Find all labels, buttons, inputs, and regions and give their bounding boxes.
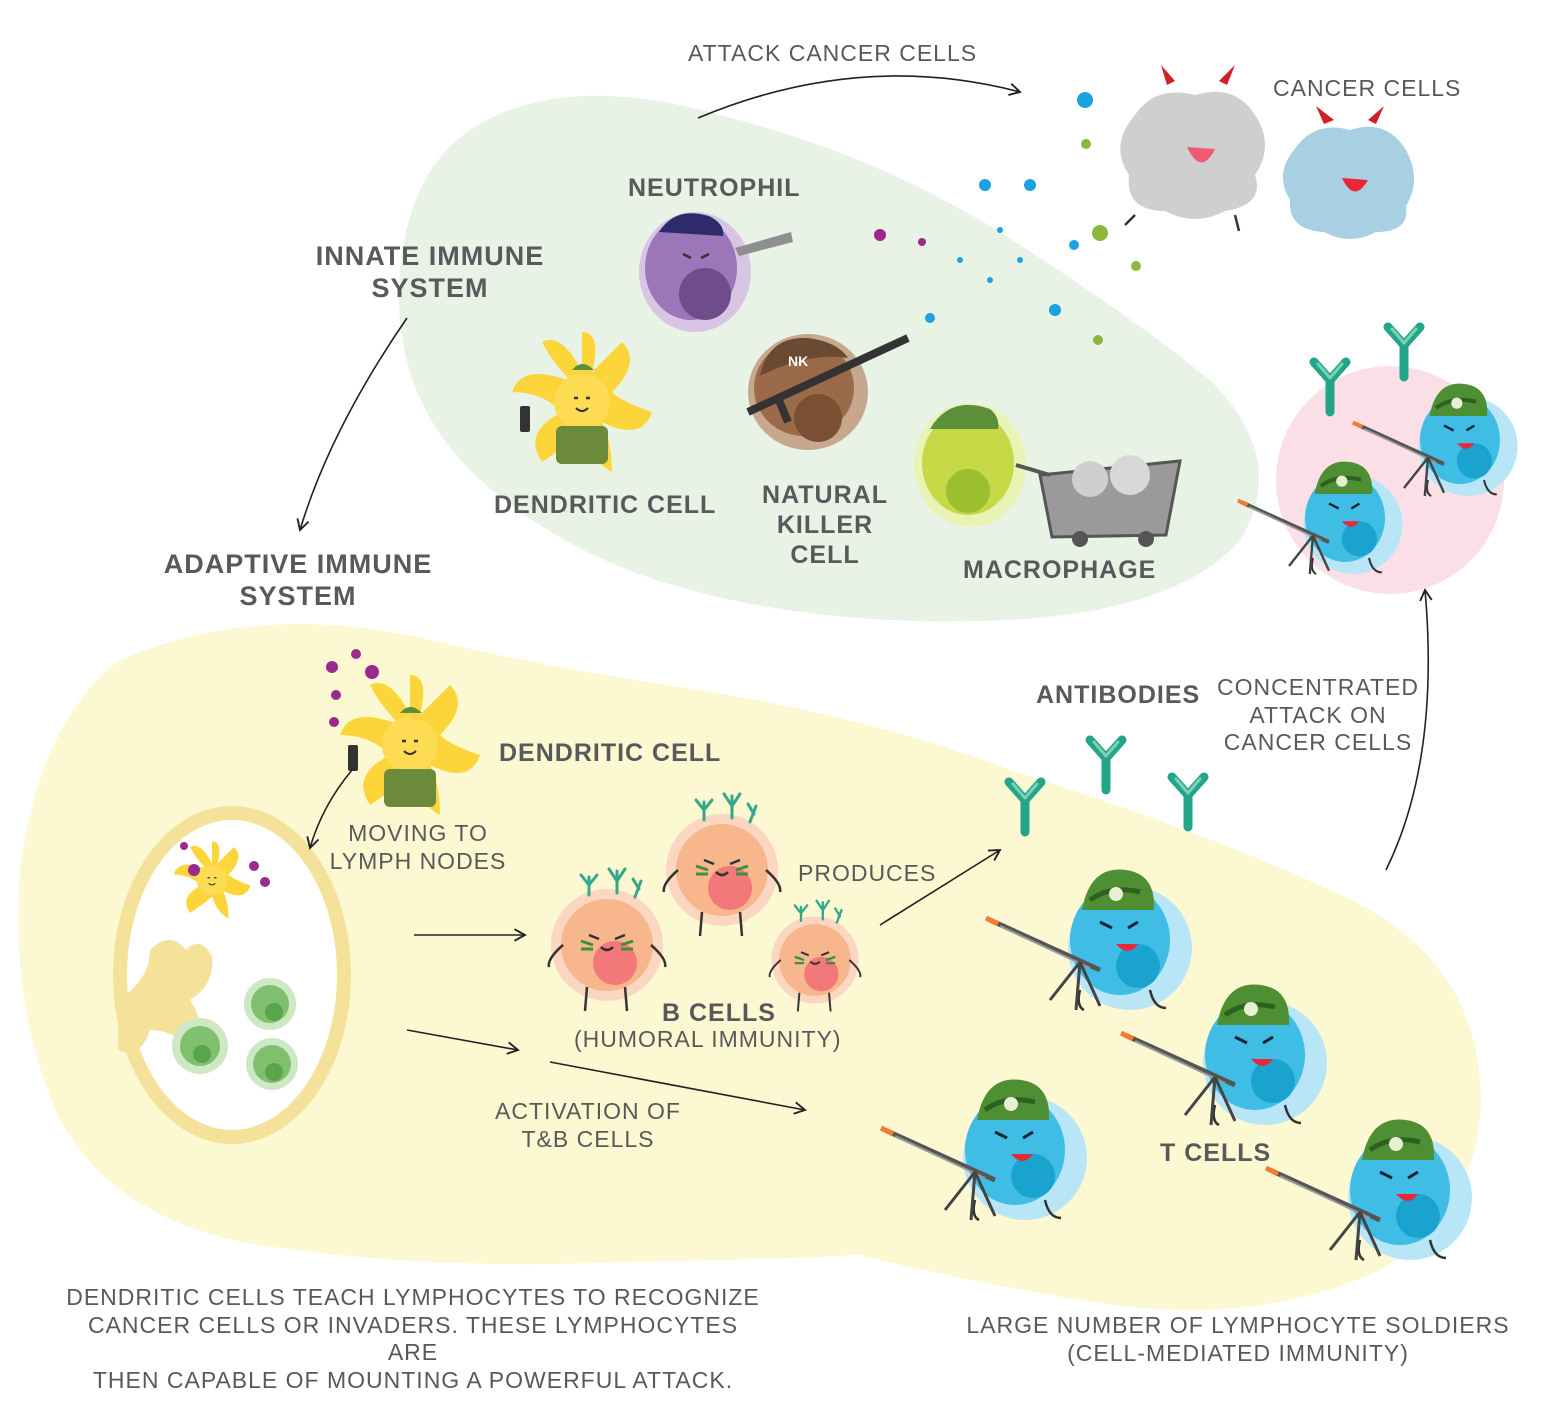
b-cells-label: B CELLS (662, 999, 776, 1027)
footer-left-line3: THEN CAPABLE OF MOUNTING A POWERFUL ATTA… (92, 1366, 734, 1393)
concentrated-line3: CANCER CELLS (1223, 729, 1413, 756)
innate-line2: SYSTEM (371, 273, 489, 304)
neutrophil-label: NEUTROPHIL (628, 174, 801, 202)
activation-line1: ACTIVATION OF (495, 1098, 681, 1124)
nk-line1: NATURAL (762, 481, 888, 509)
t-cells-label: T CELLS (1160, 1139, 1272, 1167)
footer-right-line2: (CELL-MEDIATED IMMUNITY) (1067, 1339, 1409, 1366)
moving-line1: MOVING TO (348, 820, 488, 846)
dendritic-cell-top-label: DENDRITIC CELL (494, 491, 717, 519)
adaptive-region (18, 624, 1481, 1310)
dendritic-cell-icon-bottom (338, 673, 482, 817)
concentrated-attack-label: CONCENTRATED ATTACK ON CANCER CELLS (1210, 674, 1426, 757)
nk-cell-icon: NK (746, 334, 910, 450)
footer-right-line1: LARGE NUMBER OF LYMPHOCYTE SOLDIERS (966, 1312, 1510, 1338)
activation-line2: T&B CELLS (521, 1125, 655, 1152)
concentrated-line2: ATTACK ON (1249, 701, 1387, 728)
cancer-cells-label: CANCER CELLS (1273, 75, 1462, 101)
moving-line2: LYMPH NODES (329, 847, 507, 874)
natural-killer-cell-label: NATURAL KILLER CELL (740, 480, 910, 570)
attack-dots (874, 92, 1141, 345)
adaptive-line1: ADAPTIVE IMMUNE (163, 549, 433, 579)
footer-left-caption: DENDRITIC CELLS TEACH LYMPHOCYTES TO REC… (60, 1284, 766, 1394)
adaptive-line2: SYSTEM (239, 581, 357, 612)
attack-cancer-cells-label: ATTACK CANCER CELLS (688, 40, 978, 66)
cancer-cell-icon-grey (1120, 65, 1265, 232)
dendritic-cell-icon-top (510, 330, 654, 474)
purple-dots (326, 649, 379, 727)
footer-left-line1: DENDRITIC CELLS TEACH LYMPHOCYTES TO REC… (66, 1284, 760, 1310)
macrophage-icon (914, 403, 1182, 547)
cancer-cell-icon-blue (1282, 106, 1414, 239)
moving-to-lymph-nodes-label: MOVING TO LYMPH NODES (320, 820, 516, 875)
activation-label: ACTIVATION OF T&B CELLS (488, 1098, 688, 1153)
footer-left-line2: CANCER CELLS OR INVADERS. THESE LYMPHOCY… (87, 1311, 739, 1366)
footer-right-caption: LARGE NUMBER OF LYMPHOCYTE SOLDIERS (CEL… (960, 1312, 1516, 1367)
innate-immune-system-heading: INNATE IMMUNE SYSTEM (300, 240, 560, 305)
arrow-icon (296, 75, 1433, 1115)
concentrated-line1: CONCENTRATED (1217, 674, 1419, 700)
antibodies-label: ANTIBODIES (1036, 681, 1201, 709)
innate-line1: INNATE IMMUNE (315, 241, 545, 271)
nk-cap-text: NK (788, 353, 808, 369)
nk-line2: KILLER CELL (776, 511, 874, 569)
produces-label: PRODUCES (798, 860, 937, 886)
neutrophil-icon (639, 212, 793, 332)
adaptive-immune-system-heading: ADAPTIVE IMMUNE SYSTEM (150, 548, 446, 613)
dendritic-cell-bottom-label: DENDRITIC CELL (499, 739, 722, 767)
macrophage-label: MACROPHAGE (963, 556, 1157, 584)
lymph-node-icon (113, 806, 351, 1144)
humoral-immunity-label: (HUMORAL IMMUNITY) (574, 1026, 842, 1052)
